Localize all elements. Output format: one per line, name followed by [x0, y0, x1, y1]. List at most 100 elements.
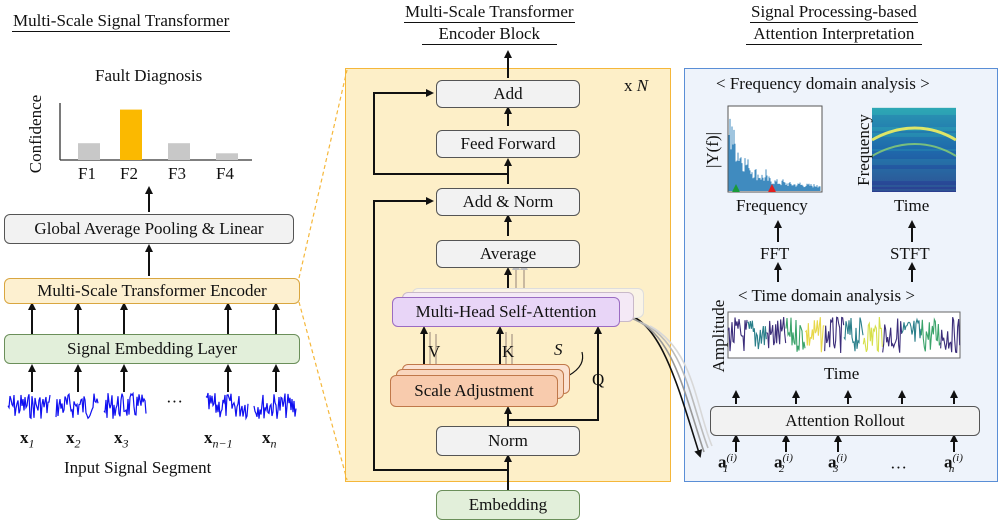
input-var: x	[66, 428, 75, 447]
residual-to-add	[373, 89, 508, 175]
fault-diagnosis-title: Fault Diagnosis	[95, 66, 203, 85]
attention-output-3: a(i)3	[828, 452, 847, 476]
right-title-line1: Signal Processing-based	[750, 2, 918, 23]
arrows-embedding-to-encoder	[28, 302, 280, 334]
bar-F3	[168, 143, 190, 160]
time-x-label: Time	[824, 364, 860, 383]
input-label-5: xn	[262, 428, 277, 451]
input-signals	[7, 391, 297, 421]
input-sub: n−1	[212, 436, 233, 451]
frequency-domain-title: < Frequency domain analysis >	[716, 74, 930, 93]
arrow-q	[508, 326, 602, 421]
attn-sub: 1	[722, 463, 729, 476]
attn-var: a	[944, 452, 953, 472]
attention-ellipsis: ···	[890, 458, 907, 477]
fft-spectrum	[728, 118, 821, 191]
attention-output-2: a(i)2	[774, 452, 793, 476]
attn-sup: (i)	[782, 452, 793, 464]
input-signal-label: Input Signal Segment	[64, 458, 212, 477]
arrows-signal-to-embedding	[28, 364, 280, 392]
stft-x-label: Time	[894, 196, 930, 215]
attn-sub: 3	[832, 463, 839, 476]
repeat-label: x N	[624, 76, 649, 95]
right-connectors	[732, 220, 958, 452]
norm-box: Norm	[436, 426, 580, 456]
category-label-F3: F3	[168, 164, 186, 183]
input-signal-2	[55, 392, 99, 420]
time-domain-title: < Time domain analysis >	[738, 286, 915, 305]
k-label: K	[502, 342, 515, 361]
input-label-2: x2	[66, 428, 81, 451]
input-sub: n	[270, 436, 277, 451]
input-var: x	[114, 428, 123, 447]
input-var: x	[204, 428, 213, 447]
attention-output-1: a(i)1	[718, 452, 737, 476]
stft-texture	[872, 107, 956, 191]
input-sub: 1	[28, 436, 35, 451]
left-title-text: Multi-Scale Signal Transformer	[12, 11, 231, 32]
multiscale-encoder-box: Multi-Scale Transformer Encoder	[4, 278, 300, 304]
bar-F2	[120, 109, 142, 160]
category-label-F2: F2	[120, 164, 138, 183]
v-label: V	[428, 342, 441, 361]
feed-forward-box: Feed Forward	[436, 130, 580, 158]
repeat-n: N	[636, 76, 649, 95]
attn-sub: n	[948, 463, 955, 476]
zoom-line-bottom	[298, 301, 348, 481]
fft-label: FFT	[760, 244, 790, 263]
embedding-box: Embedding	[436, 490, 580, 520]
s-brace	[567, 351, 584, 377]
attn-sup: (i)	[952, 452, 963, 464]
attention-output-4: a(i)n	[944, 452, 963, 476]
middle-title-line2: Encoder Block	[422, 23, 557, 45]
attn-var: a	[828, 452, 837, 472]
confidence-axis-label: Confidence	[26, 94, 45, 174]
bar-F1	[78, 143, 100, 160]
right-panel-title: Signal Processing-based Attention Interp…	[746, 1, 922, 45]
input-signal-1	[7, 394, 51, 420]
attention-flow-curves	[619, 311, 713, 458]
input-signal-4	[205, 392, 249, 421]
input-sub: 3	[122, 436, 129, 451]
attn-var: a	[718, 452, 727, 472]
fft-plot	[727, 105, 823, 193]
add-norm-box: Add & Norm	[436, 188, 580, 216]
scale-adjustment-box: Scale Adjustment	[390, 375, 558, 407]
right-title-line2: Attention Interpretation	[746, 23, 922, 45]
attention-rollout-box: Attention Rollout	[710, 406, 980, 436]
stft-label: STFT	[890, 244, 930, 263]
encoder-connectors	[373, 50, 602, 490]
fft-y-label: |Y(f)|	[703, 131, 722, 169]
middle-panel-title: Multi-Scale Transformer Encoder Block	[404, 1, 575, 45]
amplitude-label: Amplitude	[709, 299, 728, 373]
add-box: Add	[436, 80, 580, 108]
s-label: S	[554, 340, 563, 359]
attn-sup: (i)	[836, 452, 847, 464]
input-label-1: x1	[20, 428, 35, 451]
bar-F4	[216, 153, 238, 160]
pooling-linear-box: Global Average Pooling & Linear	[4, 214, 294, 244]
attn-sub: 2	[778, 463, 785, 476]
attn-sup: (i)	[726, 452, 737, 464]
input-signal-5	[253, 393, 297, 419]
time-domain-signal	[727, 316, 961, 354]
category-label-F4: F4	[216, 164, 234, 183]
input-label-4: xn−1	[204, 428, 233, 451]
input-sub: 2	[74, 436, 81, 451]
category-label-F1: F1	[78, 164, 96, 183]
residual-to-addnorm	[373, 197, 508, 471]
stft-y-label: Frequency	[854, 114, 873, 186]
zoom-line-top	[298, 69, 348, 279]
mhsa-box: Multi-Head Self-Attention	[392, 297, 620, 327]
chart-bars	[78, 109, 238, 160]
input-var: x	[262, 428, 271, 447]
average-box: Average	[436, 240, 580, 268]
input-ellipsis: ···	[166, 392, 183, 411]
fft-x-label: Frequency	[736, 196, 808, 215]
input-signal-3	[103, 391, 147, 419]
repeat-count-label: x N	[624, 76, 648, 96]
middle-title-line1: Multi-Scale Transformer	[404, 2, 575, 23]
q-label: Q	[592, 370, 605, 389]
